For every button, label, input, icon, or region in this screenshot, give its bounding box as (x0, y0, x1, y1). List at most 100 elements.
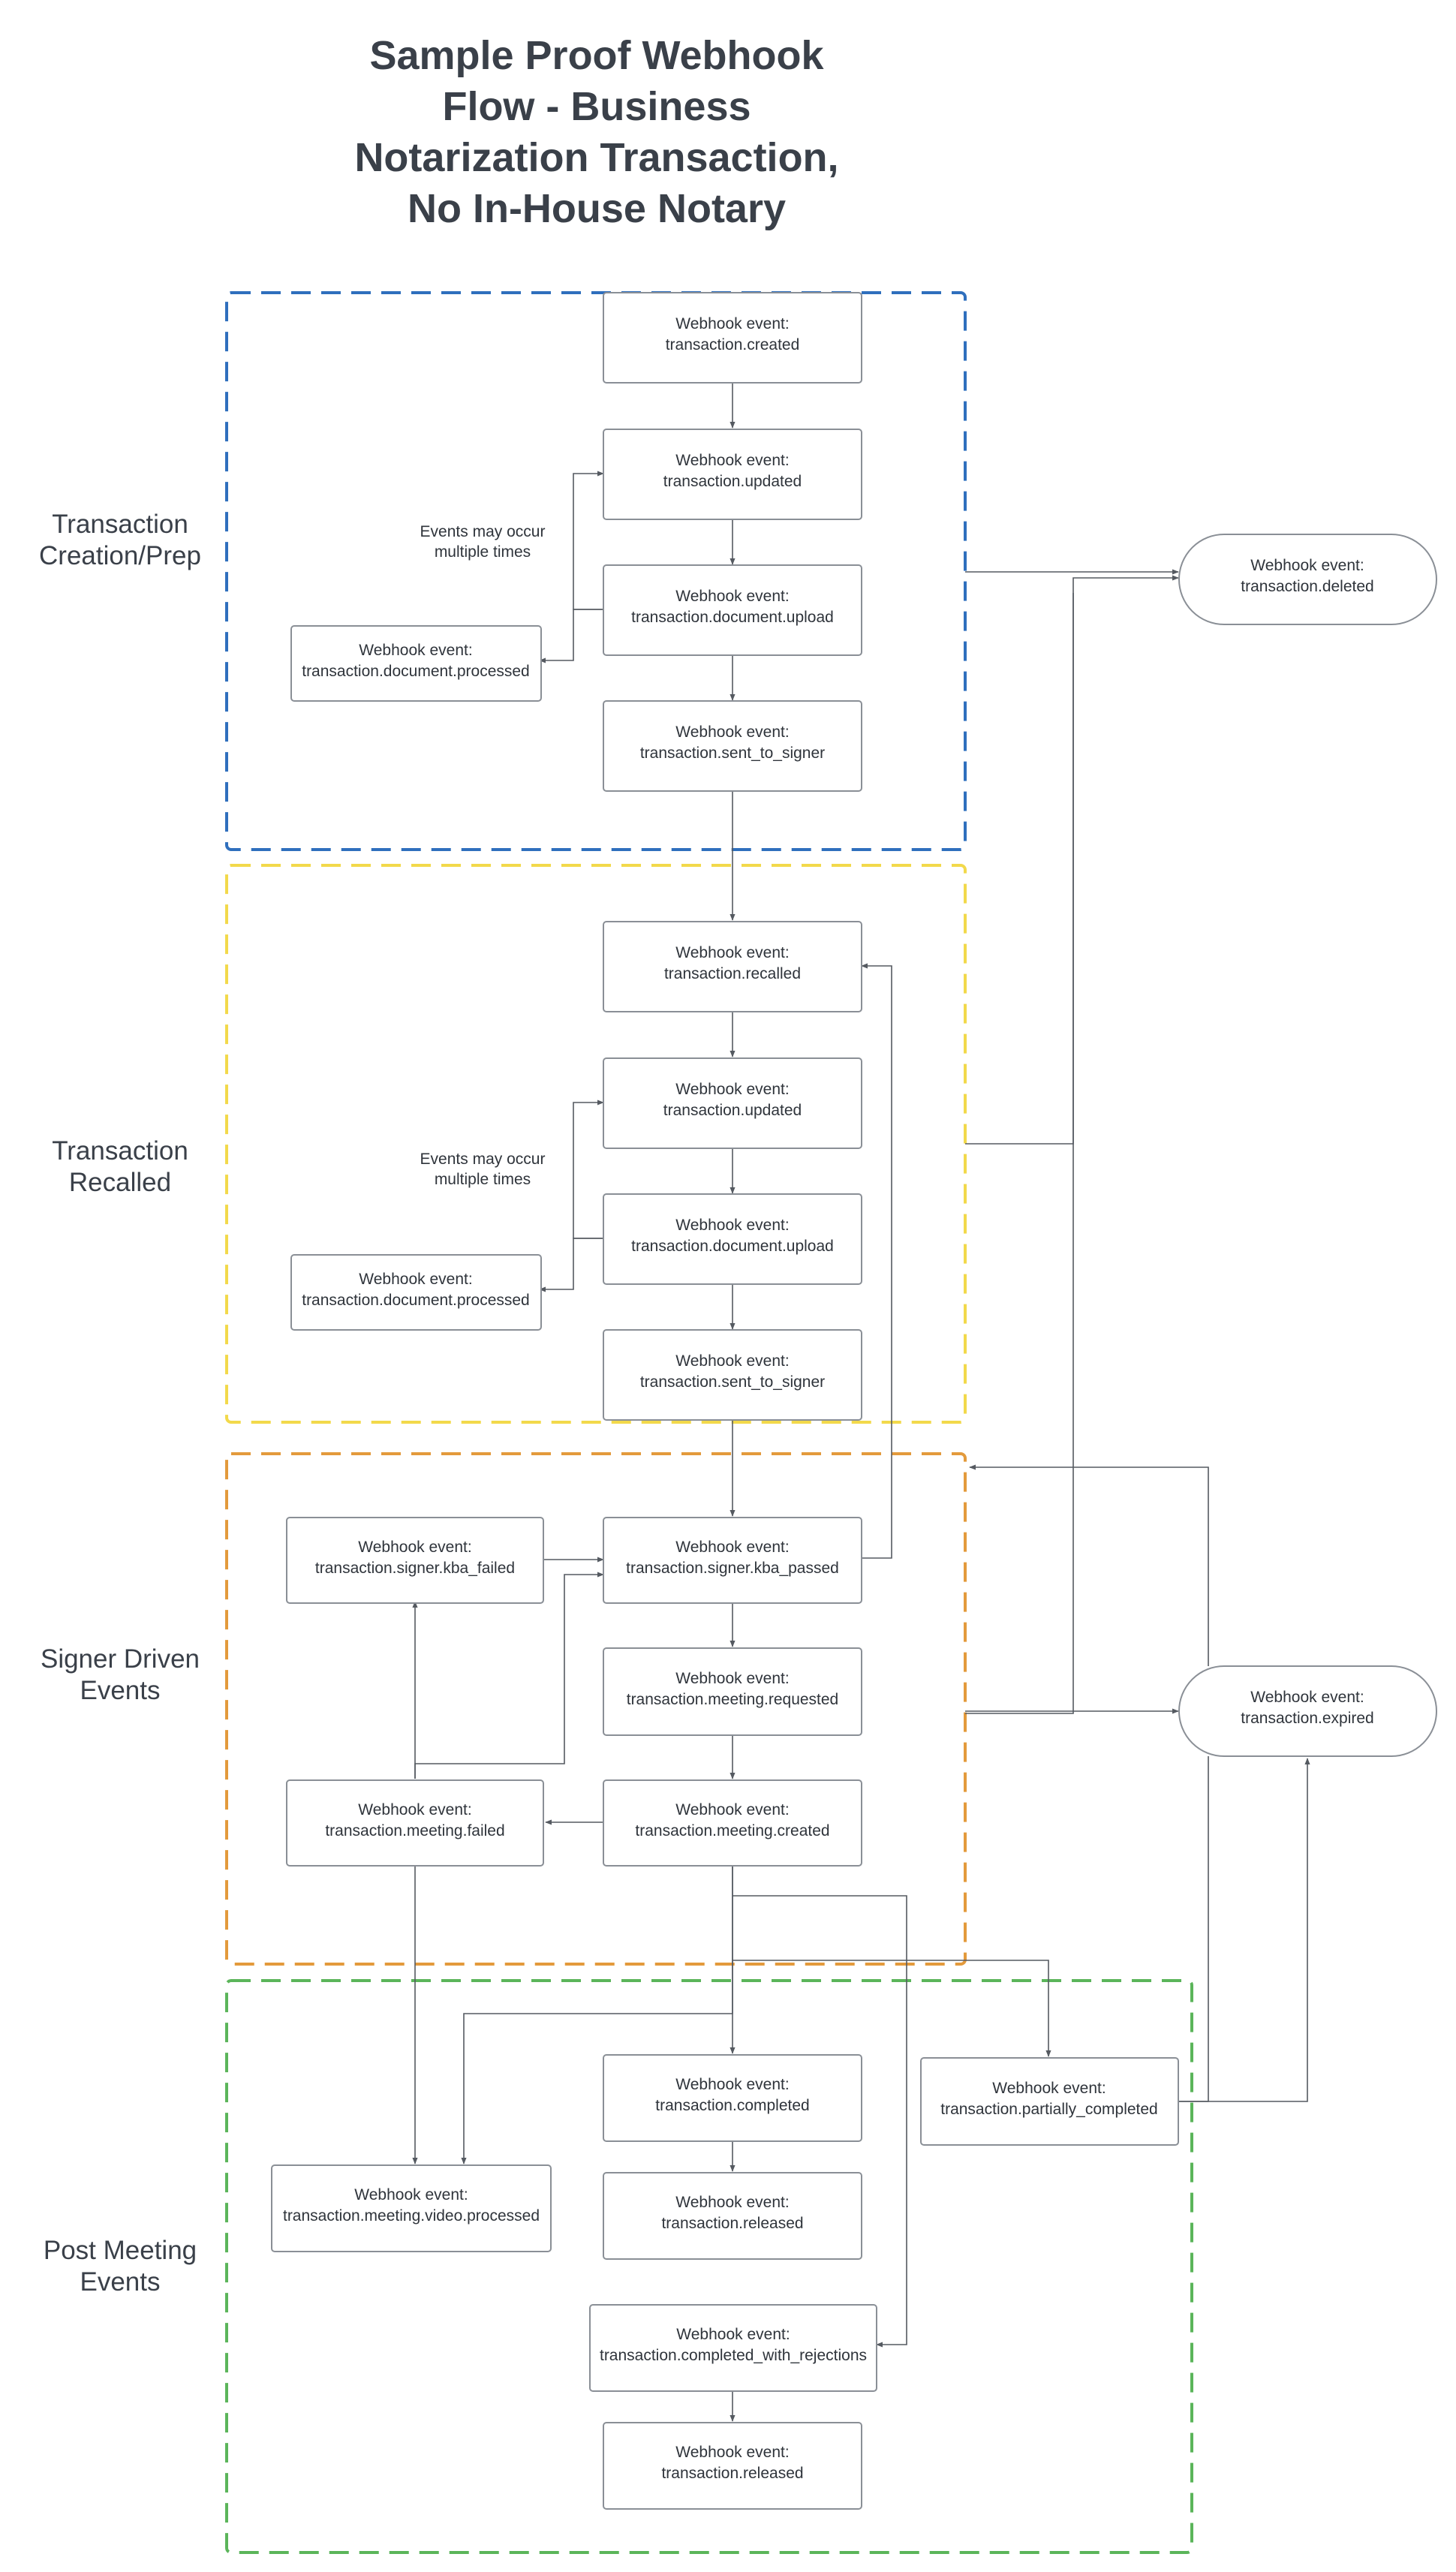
node-transaction-sent-to-signer-1: Webhook event: transaction.sent_to_signe… (603, 700, 862, 792)
node-transaction-signer-kba-passed: Webhook event: transaction.signer.kba_pa… (603, 1517, 862, 1604)
edge-mtgcreated-video (461, 1866, 733, 2164)
node-transaction-completed-with-rejections: Webhook event: transaction.completed_wit… (589, 2304, 877, 2392)
nodes: Webhook event: transaction.created Webho… (271, 292, 1437, 2510)
title-line-2: Flow - Business (442, 84, 751, 129)
node-label: Webhook event: (358, 1801, 471, 1818)
node-transaction-meeting-failed: Webhook event: transaction.meeting.faile… (286, 1779, 544, 1867)
node-transaction-signer-kba-failed: Webhook event: transaction.signer.kba_fa… (286, 1517, 544, 1604)
section-label-signer-2: Events (80, 1676, 161, 1705)
edge-mtgfailed-kbapassed (414, 1572, 604, 1779)
region-post (225, 1979, 1193, 2554)
node-event-name: transaction.created (666, 336, 800, 353)
node-event-name: transaction.document.upload (631, 609, 834, 626)
node-label: Webhook event: (354, 2186, 468, 2203)
title-line-1: Sample Proof Webhook (369, 33, 824, 78)
node-label: Webhook event: (675, 1801, 789, 1818)
node-transaction-released-2: Webhook event: transaction.released (603, 2422, 862, 2510)
node-label: Webhook event: (675, 315, 789, 332)
node-label: Webhook event: (675, 2076, 789, 2093)
node-transaction-document-upload-1: Webhook event: transaction.document.uplo… (603, 564, 862, 656)
node-label: Webhook event: (359, 642, 472, 659)
section-label-creation-2: Creation/Prep (39, 541, 201, 570)
note-recalled-2: multiple times (435, 1171, 531, 1188)
edge-signer-deleted (965, 593, 1074, 1714)
node-event-name: transaction.signer.kba_passed (626, 1560, 839, 1577)
section-label-recalled-1: Transaction (52, 1136, 188, 1166)
node-event-name: transaction.document.processed (302, 663, 530, 680)
node-event-name: transaction.updated (663, 473, 802, 490)
node-event-name: transaction.updated (663, 1102, 802, 1119)
node-event-name: transaction.sent_to_signer (640, 745, 825, 762)
section-label-post-1: Post Meeting (44, 2236, 197, 2265)
section-label-creation-1: Transaction (52, 510, 188, 539)
node-event-name: transaction.meeting.failed (325, 1822, 504, 1840)
node-event-name: transaction.recalled (664, 965, 801, 982)
title-line-4: No In-House Notary (408, 186, 786, 231)
node-transaction-deleted: Webhook event: transaction.deleted (1178, 534, 1437, 625)
node-label: Webhook event: (675, 1217, 789, 1234)
edge-upload1-updated1 (573, 471, 604, 610)
region-recalled (225, 864, 967, 1424)
edge-partially-signer (1178, 1756, 1209, 2102)
section-label-signer-1: Signer Driven (41, 1644, 200, 1674)
node-transaction-document-processed-2: Webhook event: transaction.document.proc… (290, 1254, 542, 1331)
edge-mtgcreated-rejections (733, 1895, 907, 2348)
node-label: Webhook event: (675, 2444, 789, 2461)
edge-recalled-deleted (965, 575, 1179, 1145)
section-label-post-2: Events (80, 2267, 161, 2297)
node-transaction-recalled: Webhook event: transaction.recalled (603, 921, 862, 1012)
note-creation-2: multiple times (435, 543, 531, 561)
edge-kbapassed-recalled (861, 963, 892, 1559)
node-transaction-updated-2: Webhook event: transaction.updated (603, 1057, 862, 1149)
edge-expired-signer (969, 1464, 1209, 1666)
region-creation (225, 291, 967, 851)
edge-upload2-processed2 (539, 1238, 603, 1292)
node-label: Webhook event: (675, 452, 789, 469)
node-event-name: transaction.partially_completed (940, 2101, 1158, 2118)
node-label: Webhook event: (675, 1539, 789, 1556)
node-event-name: transaction.sent_to_signer (640, 1373, 825, 1391)
node-label: Webhook event: (992, 2080, 1106, 2097)
node-event-name: transaction.signer.kba_failed (315, 1560, 515, 1577)
node-event-name: transaction.document.processed (302, 1292, 530, 1309)
region-signer (225, 1452, 967, 1966)
edge-upload2-updated2 (573, 1099, 604, 1239)
section-label-recalled-2: Recalled (69, 1168, 171, 1197)
note-recalled-1: Events may occur (420, 1151, 546, 1168)
node-label: Webhook event: (675, 1081, 789, 1098)
title-line-3: Notarization Transaction, (354, 135, 838, 180)
node-label: Webhook event: (359, 1271, 472, 1288)
node-event-name: transaction.deleted (1241, 578, 1373, 595)
node-label: Webhook event: (1250, 557, 1364, 574)
node-transaction-document-upload-2: Webhook event: transaction.document.uplo… (603, 1193, 862, 1285)
node-label: Webhook event: (675, 1352, 789, 1370)
node-label: Webhook event: (675, 1670, 789, 1687)
node-transaction-sent-to-signer-2: Webhook event: transaction.sent_to_signe… (603, 1329, 862, 1421)
node-label: Webhook event: (675, 944, 789, 961)
edges (412, 383, 1310, 2422)
note-creation-1: Events may occur (420, 523, 546, 540)
node-label: Webhook event: (675, 588, 789, 605)
node-transaction-updated-1: Webhook event: transaction.updated (603, 429, 862, 520)
diagram-title: Sample Proof Webhook Flow - Business Not… (354, 33, 838, 231)
node-event-name: transaction.expired (1241, 1710, 1373, 1727)
edge-mtgcreated-partially (733, 1960, 1051, 2057)
node-label: Webhook event: (675, 723, 789, 741)
node-event-name: transaction.released (661, 2465, 803, 2482)
node-transaction-completed: Webhook event: transaction.completed (603, 2054, 862, 2142)
node-event-name: transaction.meeting.created (635, 1822, 829, 1840)
node-event-name: transaction.completed (655, 2097, 809, 2114)
node-transaction-created: Webhook event: transaction.created (603, 292, 862, 384)
node-event-name: transaction.released (661, 2215, 803, 2232)
node-transaction-partially-completed: Webhook event: transaction.partially_com… (920, 2057, 1179, 2146)
node-event-name: transaction.meeting.video.processed (283, 2207, 540, 2225)
node-transaction-meeting-created: Webhook event: transaction.meeting.creat… (603, 1779, 862, 1867)
edge-partially-expired (1178, 1758, 1310, 2102)
node-transaction-released-1: Webhook event: transaction.released (603, 2172, 862, 2260)
node-transaction-expired: Webhook event: transaction.expired (1178, 1665, 1437, 1757)
node-label: Webhook event: (676, 2326, 790, 2343)
node-label: Webhook event: (358, 1539, 471, 1556)
node-transaction-document-processed-1: Webhook event: transaction.document.proc… (290, 625, 542, 702)
node-label: Webhook event: (675, 2194, 789, 2211)
